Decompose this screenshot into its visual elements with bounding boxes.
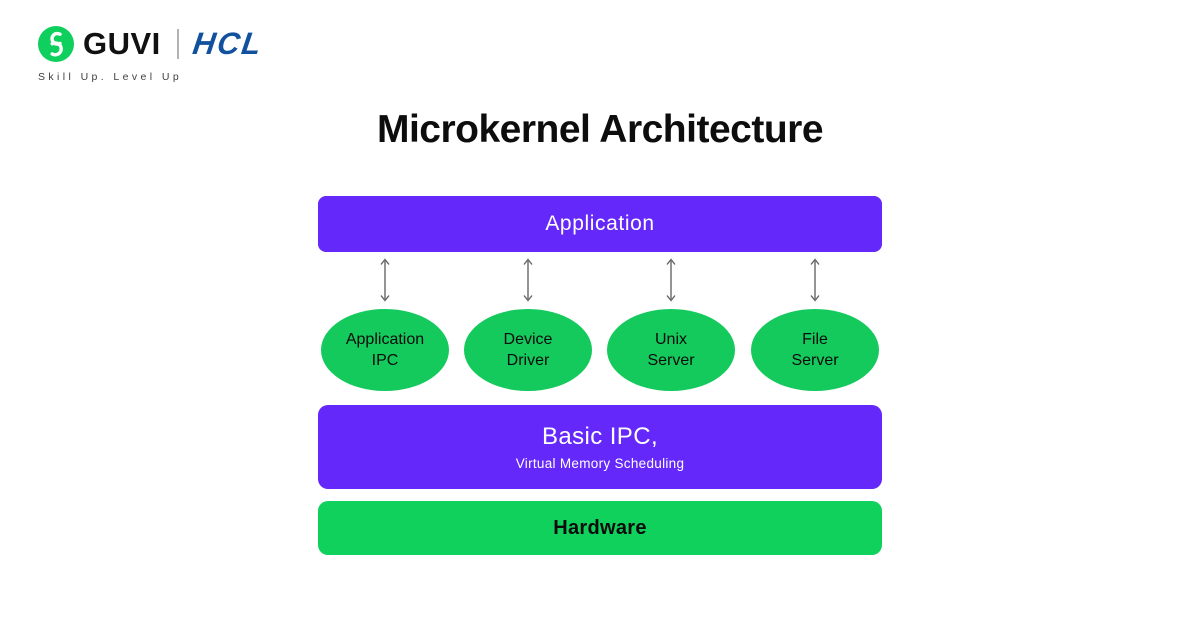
bidirectional-arrow-icon [377,257,393,303]
service-node-device-driver: Device Driver [464,309,592,391]
application-bar: Application [318,196,882,252]
basic-ipc-subtitle: Virtual Memory Scheduling [515,456,685,471]
brand-header: GUVI HCL Skill Up. Level Up [38,26,266,83]
service-label-line: Driver [506,352,550,369]
bidirectional-arrow-icon [807,257,823,303]
service-label-line: Server [791,352,839,369]
guvi-logo-text: GUVI [83,26,161,61]
hardware-bar-label: Hardware [553,516,647,539]
bidirectional-arrow-icon [520,257,536,303]
service-label-line: Device [503,331,553,348]
service-label-line: Application [345,331,425,348]
basic-ipc-bar: Basic IPC, Virtual Memory Scheduling [318,405,882,489]
service-node-unix-server: Unix Server [607,309,735,391]
hcl-logo-text: HCL [190,26,266,61]
service-node-application-ipc: Application IPC [321,309,449,391]
application-bar-label: Application [545,212,655,235]
bidirectional-arrow-icon [663,257,679,303]
brand-tagline: Skill Up. Level Up [38,71,183,83]
page-title: Microkernel Architecture [376,108,824,151]
service-label-line: File [802,331,828,348]
hardware-bar: Hardware [318,501,882,555]
service-label-line: IPC [371,352,399,369]
service-label-line: Unix [654,331,687,348]
basic-ipc-title: Basic IPC, [541,423,659,450]
service-label-line: Server [647,352,695,369]
guvi-logo-icon [38,26,74,62]
brand-divider [176,29,179,59]
service-node-file-server: File Server [751,309,879,391]
